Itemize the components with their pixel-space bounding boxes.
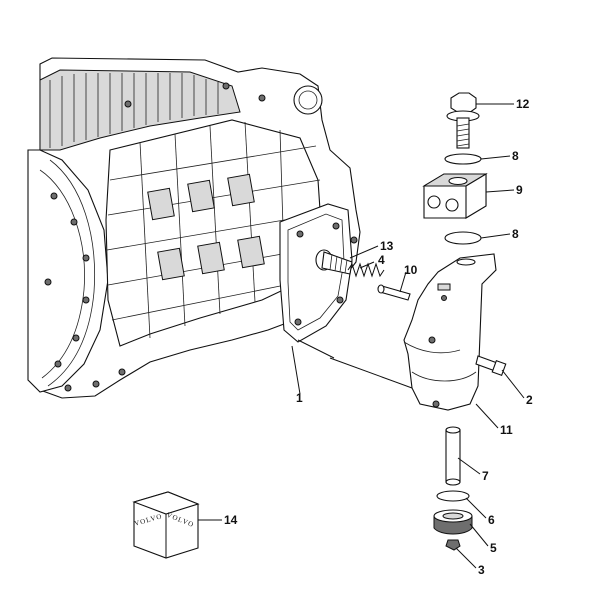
- callout-4: 4: [378, 253, 385, 267]
- adapter-block-part-9: [422, 173, 488, 219]
- callout-14: 14: [224, 513, 238, 527]
- nut-part-3: [445, 539, 461, 551]
- callout-13: 13: [380, 239, 394, 253]
- o-ring-part-8-upper: [444, 153, 482, 165]
- o-ring-part-6: [436, 490, 470, 502]
- callout-12: 12: [516, 97, 530, 111]
- callout-6: 6: [488, 513, 495, 527]
- callout-8-upper: 8: [512, 149, 519, 163]
- filter-housing-part-11: [403, 253, 497, 411]
- screw-part-2: [475, 355, 507, 377]
- callout-7: 7: [482, 469, 489, 483]
- callout-2: 2: [526, 393, 533, 407]
- callout-10: 10: [404, 263, 418, 277]
- o-ring-part-8-lower: [444, 231, 482, 245]
- callout-11: 11: [500, 423, 513, 437]
- callout-9: 9: [516, 183, 523, 197]
- gearbox-housing: [27, 57, 361, 399]
- spring-part-4: [347, 262, 385, 278]
- stud-part-13: [315, 249, 353, 275]
- parts-box-part-14: [132, 491, 200, 559]
- callout-8-lower: 8: [512, 227, 519, 241]
- callout-5: 5: [490, 541, 497, 555]
- drain-plug-part-5: [433, 509, 473, 535]
- tube-part-7: [445, 426, 461, 486]
- callout-3: 3: [478, 563, 485, 577]
- leader-lines: [198, 103, 525, 569]
- callout-1: 1: [296, 391, 303, 405]
- bolt-part-12: [446, 92, 480, 149]
- pin-part-10: [377, 284, 411, 301]
